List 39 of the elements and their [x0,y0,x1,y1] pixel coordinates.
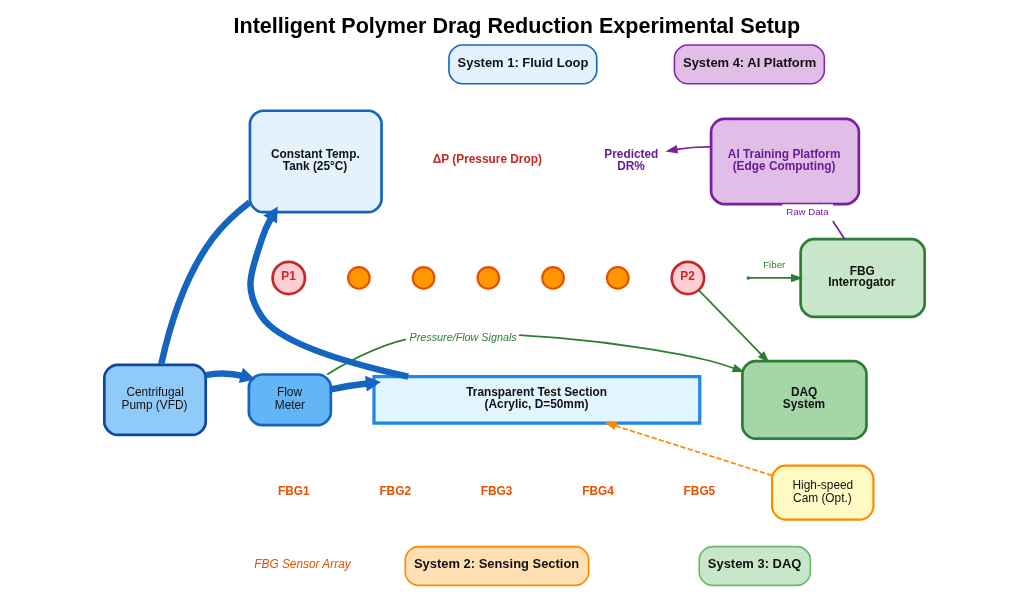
node-circle [411,266,435,290]
arrow [329,375,381,393]
node-box: Flow Meter [247,373,332,427]
node-circle: P1 [270,260,306,296]
arrow [748,273,803,283]
node-circle [540,266,565,290]
arrow [246,206,409,380]
label: FBG4 [581,483,614,498]
node-box: High-speed Cam (Opt.) [770,464,875,521]
node-box: Transparent Test Section (Acrylic, D=50mm) [371,375,701,425]
label: FBG5 [683,483,715,498]
node-box: System 1: Fluid Loop [447,44,598,85]
node-box: FBG Interrogator [798,237,926,319]
label: FBG1 [277,483,310,498]
node-box: Constant Temp. Tank (25°C) [248,109,383,214]
node-box: DAQ System [740,359,868,441]
node-text: Predicted DR% [603,147,658,173]
node-box: AI Training Platform (Edge Computing) [709,117,860,206]
node-circle [605,266,630,290]
arrow [603,421,773,477]
node-box: System 4: AI Platform [673,44,825,85]
edge-label: Pressure/Flow Signals [409,331,517,344]
node-box: System 3: DAQ [697,545,811,587]
label: FBG Sensor Array [253,556,351,571]
arrow [697,289,769,363]
arrow [664,145,712,154]
edge-label: Raw Data [785,206,829,218]
label: FBG2 [378,483,411,498]
node-box: Centrifugal Pump (VFD) [102,363,207,437]
node-circle [475,266,500,290]
edge-label: Fiber [762,259,785,271]
node-circle [346,266,371,290]
connector [157,199,252,366]
label: ΔP (Pressure Drop) [432,152,542,167]
arrow [205,367,255,383]
node-circle: P2 [669,260,705,296]
label: FBG3 [480,483,512,498]
node-box: System 2: Sensing Section [403,545,589,587]
diagram-title: Intelligent Polymer Drag Reduction Experimental Setup [232,13,800,39]
